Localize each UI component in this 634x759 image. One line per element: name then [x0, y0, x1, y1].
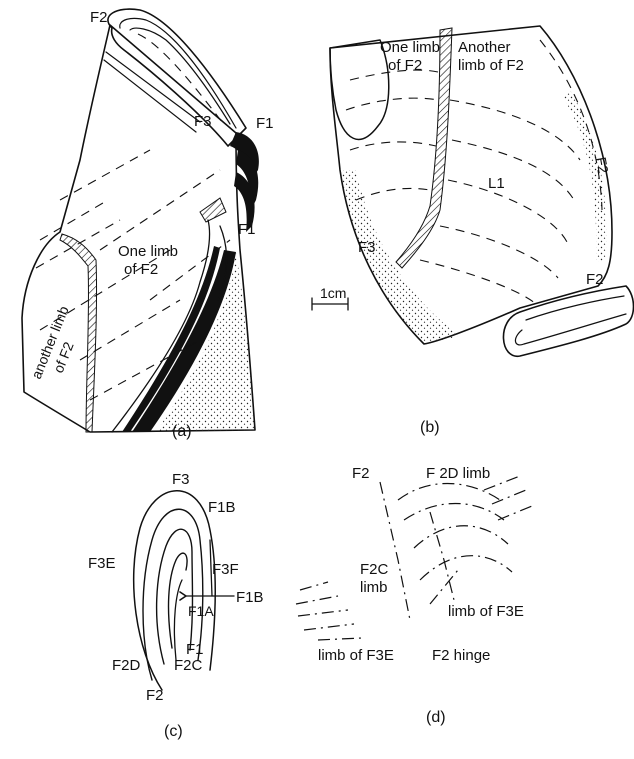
panel-d-caption: (d) [426, 709, 446, 726]
panel-c-label-f2c: F2C [174, 657, 203, 674]
panel-d-label-limb: limb [360, 579, 388, 596]
panel-a-upper-fold [104, 9, 246, 146]
panel-c-label-f2d: F2D [112, 657, 141, 674]
panel-d-label-limb-of-f3e-left: limb of F3E [318, 647, 394, 664]
panel-c-label-f3e: F3E [88, 555, 116, 572]
panel-c-label-f1b-top: F1B [208, 499, 236, 516]
panel-b-sketch [330, 26, 634, 356]
scale-bar-label: 1cm [320, 285, 346, 301]
panel-a-label-one-limb: One limb [118, 243, 178, 260]
panel-c-caption: (c) [164, 723, 183, 740]
panel-d-label-f2c: F2C [360, 561, 389, 578]
panel-d-label-f2: F2 [352, 465, 370, 482]
panel-b-label-f3: F3 [358, 239, 376, 256]
panel-b-label-limb-of-f2: limb of F2 [458, 57, 524, 74]
panel-d-label-f2-hinge: F2 hinge [432, 647, 490, 664]
panel-b-label-of-f2: of F2 [388, 57, 422, 74]
panel-a-label-of-f2: of F2 [124, 261, 158, 278]
panel-a-label-f1-right: F1 [256, 115, 274, 132]
panel-d-label-f2d-limb: F 2D limb [426, 465, 490, 482]
panel-b-label-l1: L1 [488, 175, 505, 192]
panel-c-label-f1b-pointer: F1B [236, 589, 264, 606]
panel-c-label-f3f: F3F [212, 561, 239, 578]
panel-c-label-f3: F3 [172, 471, 190, 488]
panel-a-label-f2-top: F2 [90, 9, 108, 26]
panel-a-f1-fold-band [112, 132, 259, 432]
panel-b-caption: (b) [420, 419, 440, 436]
scale-bar: 1cm [312, 285, 348, 310]
panel-a-label-f3: F3 [194, 113, 212, 130]
panel-b-label-f2-lower: F2 [586, 271, 604, 288]
panel-a-caption: (a) [172, 423, 192, 440]
panel-b-lower-fold [503, 286, 633, 356]
panel-c-label-f1: F1 [186, 641, 204, 658]
panel-b-label-f2-right: F2 [593, 156, 612, 175]
panel-a-label-f1-small: F1 [238, 221, 256, 238]
panel-c-label-f2: F2 [146, 687, 164, 704]
panel-c-label-f1a: F1A [188, 603, 214, 619]
panel-b-label-one-limb: One limb [380, 39, 440, 56]
panel-d-label-limb-of-f3e-right: limb of F3E [448, 603, 524, 620]
panel-a-hatched-limb [60, 234, 97, 432]
panel-b-label-another: Another [458, 39, 511, 56]
